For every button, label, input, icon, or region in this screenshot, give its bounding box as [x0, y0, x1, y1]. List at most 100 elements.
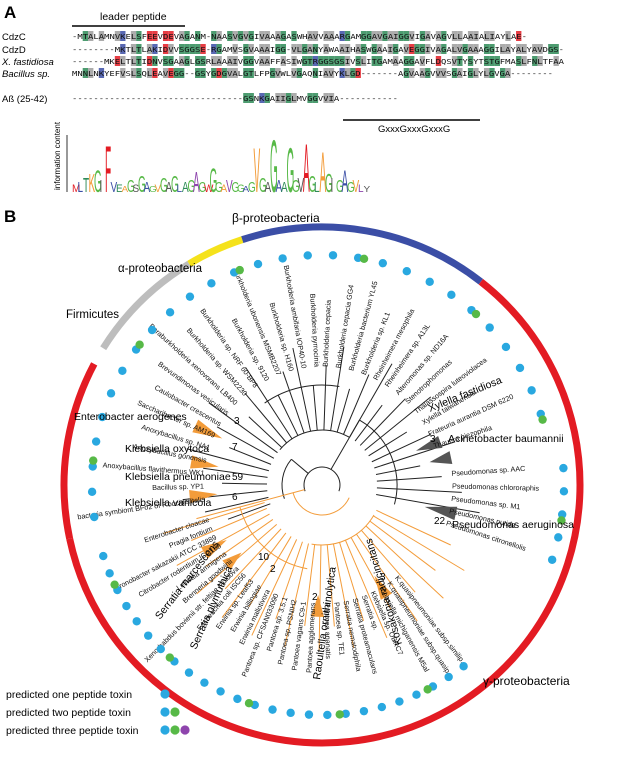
collapsed-clade-triangle	[190, 455, 219, 469]
residue-shade	[162, 68, 169, 78]
toxin-dot	[253, 259, 263, 269]
residue-shade	[237, 31, 244, 41]
collapsed-clade-triangle	[189, 489, 218, 504]
tree-branch	[375, 465, 421, 475]
residue-shade	[82, 68, 89, 78]
residue-shade	[168, 44, 174, 54]
logo-letter: G	[325, 170, 333, 199]
clade-arcs	[60, 223, 584, 747]
residue-shade	[120, 56, 126, 66]
toxin-dot	[554, 533, 563, 542]
sequence-text: MNNLNKYEFVSLSQLEAVEGG--GSYGDGVALGTLFPGVW…	[72, 70, 553, 78]
tree-arc	[279, 429, 350, 450]
logo-letter: V	[226, 176, 233, 196]
residue-shade	[307, 56, 313, 66]
clade-label: Klebsiella oxytoca	[125, 443, 209, 455]
residue-shade	[360, 31, 367, 41]
toxin-dot	[377, 702, 387, 712]
residue-shade	[130, 44, 137, 54]
residue-shade	[280, 93, 286, 103]
residue-shade	[328, 68, 335, 78]
tree-branch	[376, 476, 442, 482]
residue-shade	[136, 31, 142, 41]
residue-shade	[291, 31, 297, 41]
tree-branch	[354, 404, 383, 442]
toxin-dot	[143, 631, 153, 640]
tree-branch	[191, 507, 267, 541]
residue-shade	[173, 68, 179, 78]
clade-beta-label: β-proteobacteria	[232, 211, 320, 225]
residue-shade	[403, 44, 410, 54]
residue-shade	[339, 68, 345, 78]
residue-shade	[216, 31, 222, 41]
clade-count: 3	[234, 416, 240, 427]
arc-alpha	[187, 236, 244, 267]
logo-letter: L	[78, 179, 84, 195]
residue-shade	[162, 31, 169, 41]
clade-firmicutes-label: Firmicutes	[66, 309, 119, 321]
residue-shade	[280, 31, 286, 41]
tree-branch	[203, 467, 268, 478]
toxin-dot	[527, 386, 536, 395]
residue-shade	[227, 68, 233, 78]
tree-branch	[275, 541, 303, 620]
toxin-dot	[328, 251, 338, 260]
residue-shade	[457, 56, 463, 66]
residue-shade	[403, 31, 410, 41]
residue-shade	[553, 56, 559, 66]
logo-letter: G	[309, 171, 317, 197]
residue-shade	[312, 31, 319, 41]
toxin-dot	[89, 456, 98, 465]
tree-branch	[359, 398, 406, 446]
residue-shade	[146, 56, 153, 66]
residue-shade	[168, 31, 174, 41]
logo-letter: G	[347, 179, 355, 195]
residue-shade	[467, 56, 474, 66]
tree-branch	[244, 392, 288, 444]
residue-shade	[489, 31, 495, 41]
residue-shade	[114, 56, 121, 66]
residue-shade	[264, 31, 270, 41]
residue-shade	[419, 44, 426, 54]
residue-shade	[291, 68, 297, 78]
residue-shade	[211, 44, 217, 54]
residue-shade	[136, 44, 142, 54]
residue-shade	[344, 68, 351, 78]
clade-label: Klebsiella variicola	[125, 497, 212, 509]
residue-shade	[88, 68, 94, 78]
tree-branch	[326, 544, 335, 627]
tree-branch	[176, 513, 270, 566]
tree-branch	[373, 515, 465, 571]
tree-arc	[264, 384, 340, 404]
residue-shade	[323, 44, 329, 54]
residue-shade	[435, 56, 442, 66]
residue-shade	[195, 31, 201, 41]
residue-shade	[387, 31, 393, 41]
residue-shade	[248, 93, 254, 103]
residue-shade	[371, 44, 377, 54]
residue-shade	[489, 56, 495, 66]
toxin-dot	[303, 251, 312, 260]
toxin-dot	[286, 708, 295, 718]
residue-shade	[243, 31, 249, 41]
residue-shade	[307, 31, 313, 41]
residue-shade	[286, 93, 292, 103]
residue-shade	[409, 31, 415, 41]
residue-shade	[227, 56, 233, 66]
clade-label: Klebsiella pneumoniae	[125, 471, 231, 483]
tree-branch	[248, 416, 283, 448]
tree-arc	[281, 458, 292, 499]
residue-shade	[441, 31, 447, 41]
toxin-dot	[185, 292, 195, 301]
residue-shade	[184, 31, 190, 41]
residue-shade	[179, 68, 185, 78]
residue-shade	[435, 44, 442, 54]
collapsed-clade-triangle	[310, 594, 324, 617]
tree-branch	[376, 509, 451, 546]
tree-branch	[365, 525, 444, 599]
residue-shade	[451, 44, 458, 54]
residue-shade	[435, 31, 442, 41]
residue-shade	[275, 44, 281, 54]
